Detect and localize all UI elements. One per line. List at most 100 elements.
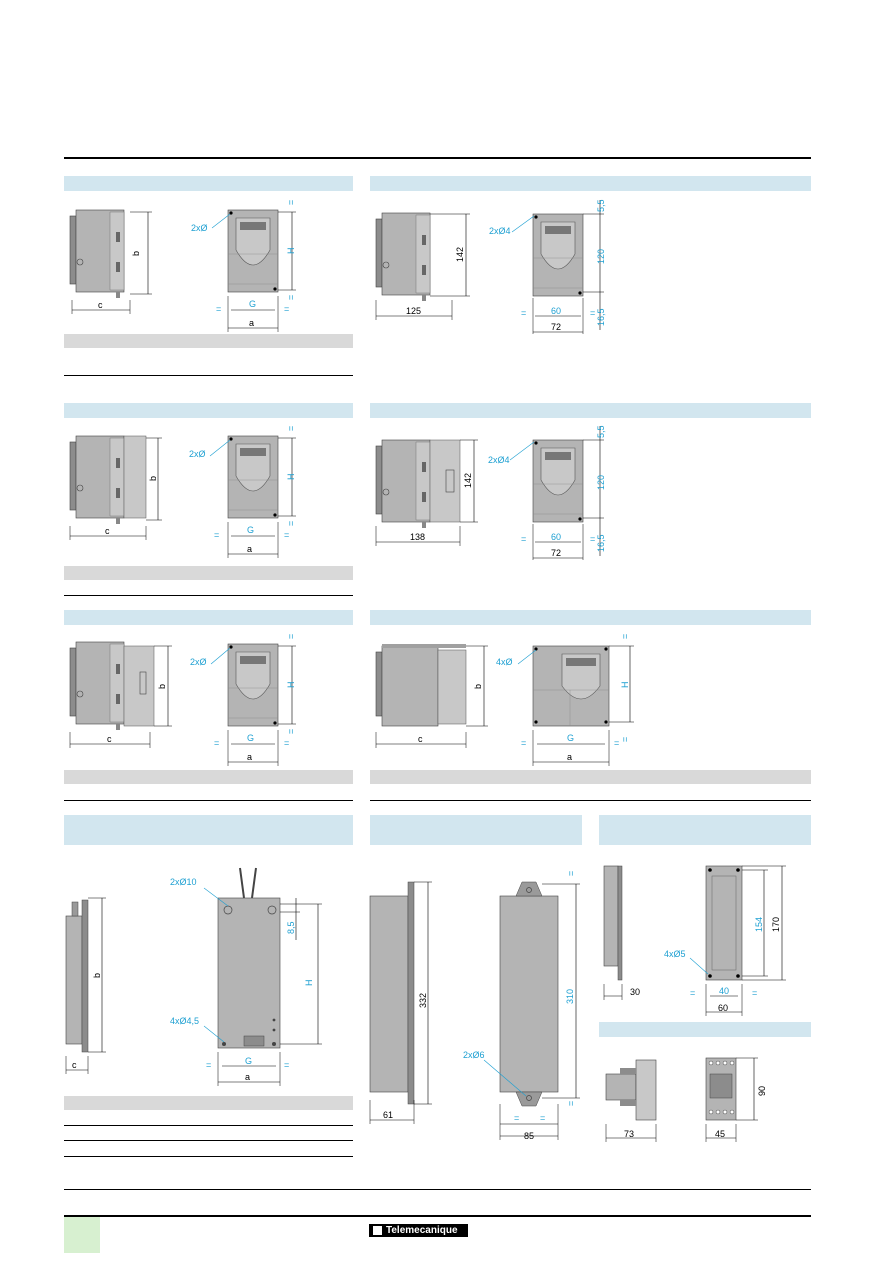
s4m-height-label: 170 [771,917,781,932]
s1l-b-label: b [131,251,141,256]
s3r-eq-left: = [521,738,526,748]
s1-left-drawing [69,209,296,332]
s3r-c-label: c [418,734,423,744]
s1r-G-label: 60 [551,306,561,316]
s4m-depth-label: 30 [630,987,640,997]
s4c-inner-h-label: 310 [565,989,575,1004]
logo-square-icon [373,1226,382,1235]
s1l-H-label: H [286,248,296,255]
s1l-eq-top: = [286,200,296,205]
s2l-eq-right: = [284,530,289,540]
s1l-eq-left: = [216,304,221,314]
brand-logo: Telemecanique [369,1224,468,1237]
s4c-depth-label: 61 [383,1110,393,1120]
section-bar-3-right [370,610,811,625]
s4c-eq-b: = [540,1113,545,1123]
s4m-eq-right: = [752,988,757,998]
table-header-3-left [64,770,353,784]
s3-right-drawing [375,644,634,766]
section-bar-4-choke [370,815,582,845]
s2r-height-label: 142 [463,473,473,488]
s4f-eq-left: = [206,1060,211,1070]
s3r-eq-bottom: = [620,737,630,742]
s3l-H-label: H [286,682,296,689]
s2l-a-label: a [247,544,252,554]
s2r-G-label: 60 [551,532,561,542]
s1r-height-label: 142 [455,247,465,262]
s1l-eq-bottom: = [286,295,296,300]
table-header-3-right [370,770,811,784]
table-rule-4a [64,1125,353,1126]
s4f-a-label: a [245,1072,250,1082]
s4-module-drawing [603,865,786,1016]
table-rule-4b [64,1140,353,1141]
s3l-eq-bottom: = [286,729,296,734]
table-rule-2 [64,595,353,596]
s1l-G-label: G [249,299,256,309]
s3l-c-label: c [107,734,112,744]
s4b-height-label: 90 [757,1086,767,1096]
table-rule-4c [64,1156,353,1157]
s4c-eq-bottom: = [566,1101,576,1106]
s2l-G-label: G [247,525,254,535]
s2r-eq-right: = [590,534,595,544]
top-rule [64,157,811,159]
s1r-mount-label: 2xØ4 [489,226,511,236]
s4-block-drawing [605,1057,758,1142]
s1r-bottom-label: 16,5 [596,308,606,326]
table-rule-3-right [370,800,811,801]
section-bar-3-left [64,610,353,625]
s3l-eq-top: = [286,634,296,639]
s2l-mount-label: 2xØ [189,449,206,459]
section-bar-2-left [64,403,353,418]
s4f-b-label: b [92,973,102,978]
s2l-eq-left: = [214,530,219,540]
brand-name: Telemecanique [386,1225,458,1236]
s4b-width-label: 45 [715,1129,725,1139]
s1r-eq-left: = [521,308,526,318]
s1r-depth-label: 125 [406,306,421,316]
s4m-holes-label: 4xØ5 [664,949,686,959]
s1r-a-label: 72 [551,322,561,332]
s4c-width-label: 85 [524,1131,534,1141]
s1r-top-label: 5,5 [596,199,606,212]
s3l-G-label: G [247,733,254,743]
section-bar-4-module [599,815,811,845]
s4m-width-label: 60 [718,1003,728,1013]
table-header-2 [64,566,353,580]
s4c-eq-top: = [566,871,576,876]
section-bar-4-block [599,1022,811,1037]
table-header-1 [64,334,353,348]
s2l-H-label: H [286,474,296,481]
s2r-eq-left: = [521,534,526,544]
s4f-G-label: G [245,1056,252,1066]
s4c-eq-a: = [514,1113,519,1123]
table-rule-3-left [64,800,353,801]
section-bar-4-filter [64,815,353,845]
s4f-offset-label: 8,5 [286,921,296,934]
s4b-depth-label: 73 [624,1129,634,1139]
s1l-eq-right: = [284,304,289,314]
s2r-top-label: 5,5 [596,425,606,438]
s4f-c-label: c [72,1060,77,1070]
s3r-eq-right: = [614,738,619,748]
s1l-a-label: a [249,318,254,328]
s3r-a-label: a [567,752,572,762]
s4m-eq-left: = [690,988,695,998]
s4f-H-label: H [304,980,314,987]
s3r-mount-label: 4xØ [496,657,513,667]
s2r-mount-label: 2xØ4 [488,455,510,465]
s2l-c-label: c [105,526,110,536]
s3r-b-label: b [473,684,483,689]
section-bar-1-right [370,176,811,191]
s3l-eq-right: = [284,738,289,748]
s3l-b-label: b [157,684,167,689]
table-rule-1 [64,375,353,376]
s1l-c-label: c [98,300,103,310]
s2r-a-label: 72 [551,548,561,558]
s2r-bottom-label: 16,5 [596,534,606,552]
s4f-mount-label: 4xØ4,5 [170,1016,199,1026]
s3l-mount-label: 2xØ [190,657,207,667]
table-header-4 [64,1096,353,1110]
